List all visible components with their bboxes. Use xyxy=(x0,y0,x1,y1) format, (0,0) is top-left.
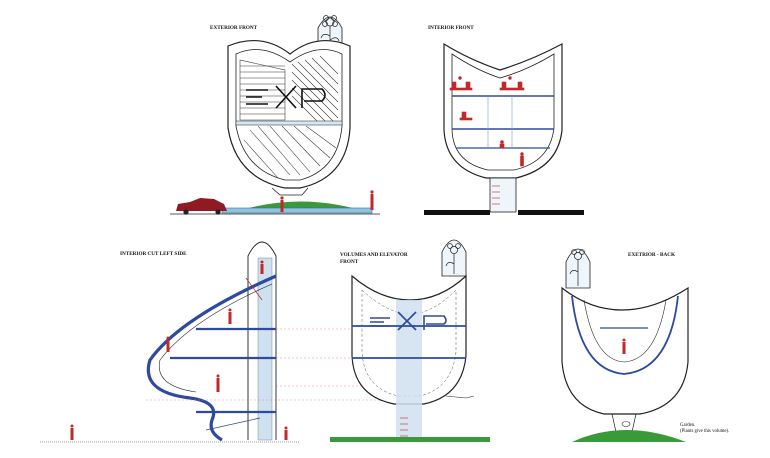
water-pool xyxy=(221,207,373,214)
shield-body xyxy=(443,42,563,179)
annotation-leader xyxy=(445,395,475,399)
u-wall-inner xyxy=(583,299,667,363)
label-volumes-line1: VOLUMES AND ELEVATOR xyxy=(340,252,408,258)
car-icon xyxy=(176,198,227,215)
human-figure xyxy=(70,260,288,440)
hatching xyxy=(239,55,339,179)
label-interior-cut: INTERIOR CUT LEFT SIDE xyxy=(120,251,187,257)
ramp xyxy=(205,417,261,431)
panel-interior-cut xyxy=(40,241,420,443)
label-volumes-line2: FRONT xyxy=(340,259,359,265)
curved-facade-inner xyxy=(158,283,273,393)
shield-body xyxy=(227,40,351,189)
label-exterior-back: EXETRIOR - BACK xyxy=(628,252,675,258)
entrance-stem xyxy=(489,177,517,213)
ground-slab xyxy=(518,210,584,215)
ramp xyxy=(245,277,263,301)
flower-icon xyxy=(445,243,461,274)
u-wall xyxy=(571,295,679,375)
exp-sign xyxy=(370,311,447,331)
ground-slab xyxy=(424,210,490,215)
human-figure xyxy=(280,190,374,212)
glass-core xyxy=(257,257,273,441)
panel-volumes-elevator xyxy=(330,239,490,442)
label-interior-front: INTERIOR FRONT xyxy=(428,25,474,31)
shield-inner xyxy=(451,53,555,171)
shield-inner xyxy=(235,49,343,181)
elevator-shaft xyxy=(396,300,422,440)
dining-furniture xyxy=(449,76,525,167)
garden-plant xyxy=(621,421,631,427)
panel-interior-front xyxy=(424,42,584,215)
exp-sign xyxy=(246,85,326,109)
panel-exterior-front xyxy=(170,15,380,215)
human-figure xyxy=(622,338,626,354)
grass-strip xyxy=(330,437,490,442)
labels: EXTERIOR FRONT INTERIOR FRONT INTERIOR C… xyxy=(120,25,729,434)
label-garden-note: (Plants give this volume). xyxy=(680,429,729,434)
grass-mound xyxy=(572,430,686,442)
flower-icon xyxy=(569,249,585,286)
label-garden: Garden. xyxy=(680,423,695,428)
stair xyxy=(400,417,408,437)
stem xyxy=(271,187,309,196)
band-line xyxy=(235,120,343,126)
label-exterior-front: EXTERIOR FRONT xyxy=(210,25,258,31)
panel-exterior-back xyxy=(561,248,689,442)
curved-facade xyxy=(146,274,277,442)
stair xyxy=(492,185,500,205)
